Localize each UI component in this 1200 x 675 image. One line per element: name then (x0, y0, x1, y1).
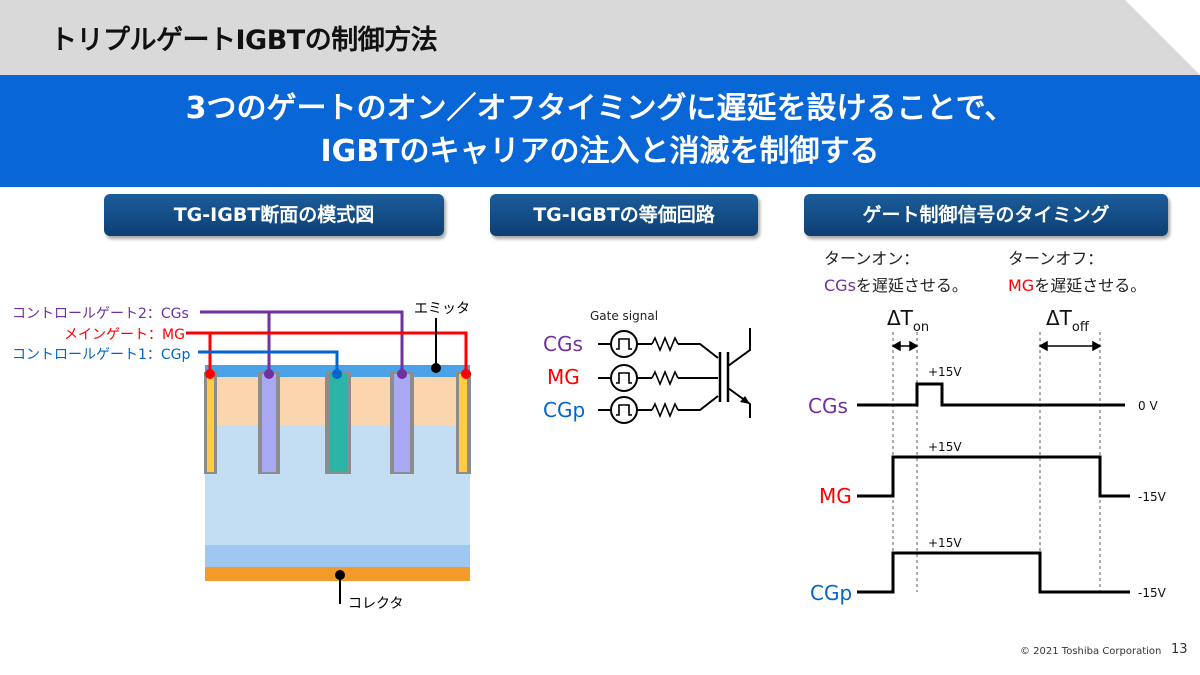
cgs-high-label: +15V (928, 365, 962, 379)
timing-mg-label: MG (819, 484, 852, 508)
mg-low-label: -15V (1138, 490, 1167, 504)
emitter-contact-dot (431, 363, 441, 373)
mg-high-label: +15V (928, 440, 962, 454)
equivalent-circuit-diagram: Gate signal CGs MG CGp (543, 309, 751, 424)
timing-cgp-label: CGp (810, 581, 852, 605)
gate-mg-right (459, 374, 467, 472)
timing-cgs-label: CGs (808, 394, 848, 418)
section-header-cross-section: TG-IGBT断面の模式図 (104, 194, 444, 236)
resistor-icon (651, 369, 679, 387)
gate-mg-left (207, 374, 214, 472)
turn-off-gate: MG (1008, 276, 1034, 295)
cgs-wire (200, 310, 404, 374)
cgp-high-label: +15V (928, 536, 962, 550)
resistor-icon (651, 335, 679, 353)
section-header-timing: ゲート制御信号のタイミング (804, 194, 1168, 236)
mg-wire (186, 331, 468, 374)
pulse-source-icon (610, 364, 638, 392)
gate-signal-label: Gate signal (590, 309, 658, 323)
circuit-cgp-label: CGp (543, 398, 585, 422)
label-mg: メインゲート：MG (64, 327, 185, 343)
gate-cgs-left (262, 374, 276, 472)
delta-t-off-label: ΔToff (1046, 306, 1090, 335)
summary-banner: 3つのゲートのオン／オフタイミングに遅延を設けることで、 IGBTのキャリアの注… (0, 75, 1200, 187)
igbt-arrow-icon (740, 396, 750, 404)
cgp-wire (198, 350, 339, 374)
label-collector: コレクタ (348, 596, 403, 612)
title-bar (0, 0, 1200, 75)
delta-t-on-label: ΔTon (887, 306, 929, 335)
label-cgp: コントロールゲート1：CGp (12, 347, 191, 363)
page-number: 13 (1171, 642, 1188, 657)
banner-line-1: 3つのゲートのオン／オフタイミングに遅延を設けることで、 (185, 91, 1015, 126)
cgs-contact-dot (397, 369, 407, 379)
pulse-source-icon (610, 396, 638, 424)
turn-off-description: MGを遅延させる。 (1008, 276, 1146, 295)
mg-waveform (857, 455, 1130, 498)
cgp-low-label: -15V (1138, 586, 1167, 600)
cgs-low-label: 0 V (1138, 399, 1158, 413)
copyright-text: © 2021 Toshiba Corporation (1020, 646, 1162, 657)
title-bar-corner (1125, 0, 1200, 75)
mg-contact-dot (205, 369, 215, 379)
gate-cgp (329, 374, 347, 472)
turn-on-gate: CGs (824, 276, 856, 295)
cgp-contact-dot (332, 369, 342, 379)
circuit-cgs-label: CGs (543, 332, 583, 356)
mg-contact-dot (461, 369, 471, 379)
pulse-source-icon (610, 330, 638, 358)
cgs-contact-dot (264, 369, 274, 379)
collector-contact-dot (335, 570, 345, 580)
buffer-layer (205, 545, 470, 567)
slide-title: トリプルゲートIGBTの制御方法 (50, 25, 438, 56)
label-emitter: エミッタ (414, 301, 470, 317)
resistor-icon (651, 401, 679, 419)
turn-off-rest: を遅延させる。 (1034, 276, 1146, 295)
turn-on-rest: を遅延させる。 (856, 276, 968, 295)
banner-line-2: IGBTのキャリアの注入と消滅を制御する (320, 134, 880, 169)
label-cgs: コントロールゲート2：CGs (12, 306, 189, 322)
igbt-collector-lead (727, 328, 751, 367)
section-header-equivalent-circuit: TG-IGBTの等価回路 (490, 194, 758, 236)
timing-diagram: ターンオン： CGsを遅延させる。 ターンオフ： MGを遅延させる。 ΔTon … (808, 249, 1167, 605)
turn-on-title: ターンオン： (824, 249, 919, 268)
turn-on-description: CGsを遅延させる。 (824, 276, 968, 295)
cgs-waveform (857, 382, 1125, 407)
cgp-waveform (857, 551, 1130, 594)
gate-cgs-right (394, 374, 410, 472)
turn-off-title: ターンオフ： (1008, 249, 1103, 268)
circuit-mg-label: MG (547, 365, 580, 389)
cross-section-diagram: コントロールゲート2：CGs メインゲート：MG コントロールゲート1：CGp … (12, 301, 471, 612)
